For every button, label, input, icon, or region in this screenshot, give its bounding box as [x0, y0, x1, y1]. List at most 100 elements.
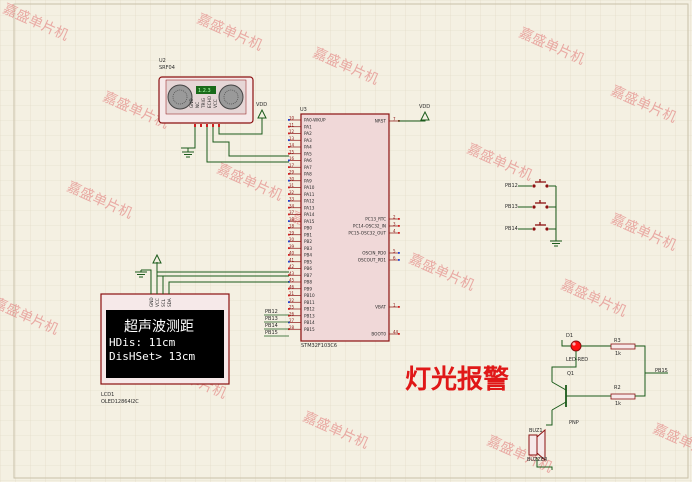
mcu-pin-name: PB1: [304, 232, 312, 237]
sensor-lcd-digits: 1.2.3: [198, 88, 211, 94]
oled-pin-sda: SDA: [167, 298, 172, 307]
mcu-pin-name: PB2: [304, 239, 312, 244]
mcu-pin-name: PB10: [304, 293, 315, 298]
net-label-pb13: PB13: [265, 316, 278, 322]
led-part: LED-RED: [566, 357, 588, 363]
mcu-pin-number: 20: [289, 237, 295, 242]
net-label-pb14: PB14: [265, 323, 278, 329]
mcu-right-pin-number: 6: [393, 255, 396, 260]
mcu-pin-name: PA4: [304, 145, 312, 150]
mcu-pin-name: PA11: [304, 192, 315, 197]
mcu-pin-number: 27: [289, 318, 295, 323]
button-pb13[interactable]: PB13: [505, 200, 556, 210]
alarm-wires: [546, 340, 668, 426]
mcu-pin-number: 14: [289, 143, 295, 148]
sensor-pin-trig: TRIG: [201, 98, 206, 109]
mcu-right-pin-number: 4: [393, 228, 396, 233]
mcu-pin-number: 16: [289, 156, 295, 161]
mcu-right-pin-name: NRST: [375, 119, 387, 124]
mcu-pin-name: PA8: [304, 172, 312, 177]
mcu-pin-number: 39: [289, 244, 295, 249]
mcu-pin-name: PB3: [304, 246, 312, 251]
alarm-title: 灯光报警: [405, 364, 509, 395]
button-pb13-label: PB13: [505, 204, 518, 210]
mcu-right-pin-number: 5: [393, 248, 396, 253]
mcu-pin-name: PB7: [304, 273, 312, 278]
oled-line2: HDis: 11cm: [109, 336, 176, 349]
sensor-pin-echo: ECHO: [207, 95, 212, 108]
mcu-pin-number: 37: [289, 210, 295, 215]
ultrasonic-sensor[interactable]: U2 SRF04 1.2.3 GND NC TRIG ECHO VCC: [158, 58, 254, 127]
button-pb12[interactable]: PB12: [505, 179, 556, 189]
mcu-pin-number: 33: [289, 197, 295, 202]
mcu-pin-number: 32: [289, 190, 295, 195]
mcu-right-pin-name: BOOT0: [371, 332, 386, 337]
mcu-right-pin-name: VBAT: [375, 305, 386, 310]
oled-vcc-symbol: [152, 253, 162, 264]
mcu-pin-number: 13: [289, 136, 295, 141]
mcu-pin-number: 19: [289, 230, 295, 235]
oled-display[interactable]: 超声波测距 HDis: 11cm DisHSet> 13cm GND VCC S…: [100, 293, 230, 405]
mcu-pin-name: PB11: [304, 300, 315, 305]
sensor-pin-nc: NC: [195, 102, 200, 108]
mcu-pin-number: 30: [289, 176, 295, 181]
mcu-pin-name: PB6: [304, 266, 312, 271]
sensor-pin-vcc: VCC: [213, 99, 218, 108]
mcu-pin-number: 45: [289, 278, 295, 283]
sensor-pin-gnd: GND: [189, 98, 194, 108]
oled-wires: [141, 262, 289, 294]
oled-line3: DisHSet> 13cm: [109, 350, 195, 363]
oled-gnd-symbol: [135, 270, 147, 278]
mcu-pin-name: PA3: [304, 138, 312, 143]
mcu-pin-number: 26: [289, 311, 295, 316]
oled-pin-gnd: GND: [149, 297, 154, 307]
mcu-pin-number: 22: [289, 298, 295, 303]
mcu-pin-number: 46: [289, 284, 295, 289]
mcu-pin-name: PA10: [304, 185, 315, 190]
mcu-pin-name: PB0: [304, 226, 312, 231]
mcu-pin-number: 12: [289, 129, 295, 134]
mcu-right-pin-name: PC15-OSC32_OUT: [348, 231, 386, 236]
mcu-right-pin-number: 1: [393, 302, 396, 307]
oled-line1: 超声波测距: [124, 319, 194, 335]
mcu-pin-number: 17: [289, 163, 295, 168]
button-pb12-label: PB12: [505, 183, 518, 189]
mcu-right-pin-name: OSCOUT_PD1: [358, 258, 387, 263]
button-pb14-label: PB14: [505, 226, 518, 232]
mcu-pin-number: 41: [289, 257, 295, 262]
mcu-pin-name: PA6: [304, 158, 312, 163]
oled-pin-vcc: VCC: [155, 298, 160, 307]
mcu-pin-number: 10: [289, 116, 295, 121]
mcu-pin-number: 29: [289, 170, 295, 175]
push-buttons[interactable]: PB12 PB13 PB14: [505, 179, 562, 247]
oled-pin-scl: SCL: [161, 298, 166, 307]
mcu-pin-name: PB4: [304, 253, 312, 258]
r2-ref: R2: [614, 385, 621, 391]
buzzer-part: BUZZER: [527, 457, 548, 463]
transistor-ref: Q1: [567, 371, 574, 377]
mcu-pin-name: PB8: [304, 280, 312, 285]
sensor-wires: [181, 118, 289, 163]
mcu-right-pin-number: 44: [393, 329, 399, 334]
r3-value: 1k: [615, 351, 621, 357]
mcu-pin-number: 25: [289, 305, 295, 310]
mcu-pin-number: 28: [289, 325, 295, 330]
mcu-pin-number: 21: [289, 291, 295, 296]
oled-part: OLED12864I2C: [101, 399, 139, 405]
buzzer-buz1[interactable]: BUZ1 BUZZER: [527, 428, 553, 470]
sensor-vdd-symbol: VDD: [256, 102, 267, 119]
mcu-pin-name: PA1: [304, 124, 312, 129]
mcu-pin-number: 31: [289, 183, 295, 188]
mcu-ref: U3: [300, 107, 307, 113]
mcu-right-pin-number: 2: [393, 214, 396, 219]
sensor-gnd-symbol: [182, 148, 194, 158]
mcu-pin-name: PA12: [304, 199, 315, 204]
mcu-pin-name: PB15: [304, 327, 315, 332]
transistor-q1[interactable]: Q1 PNP: [551, 371, 611, 426]
oled-screen: [106, 310, 224, 378]
net-label-pb15: PB15: [265, 330, 278, 336]
button-pb14[interactable]: PB14: [505, 222, 556, 232]
mcu-right-pin-name: OSCIN_PD0: [362, 251, 386, 256]
